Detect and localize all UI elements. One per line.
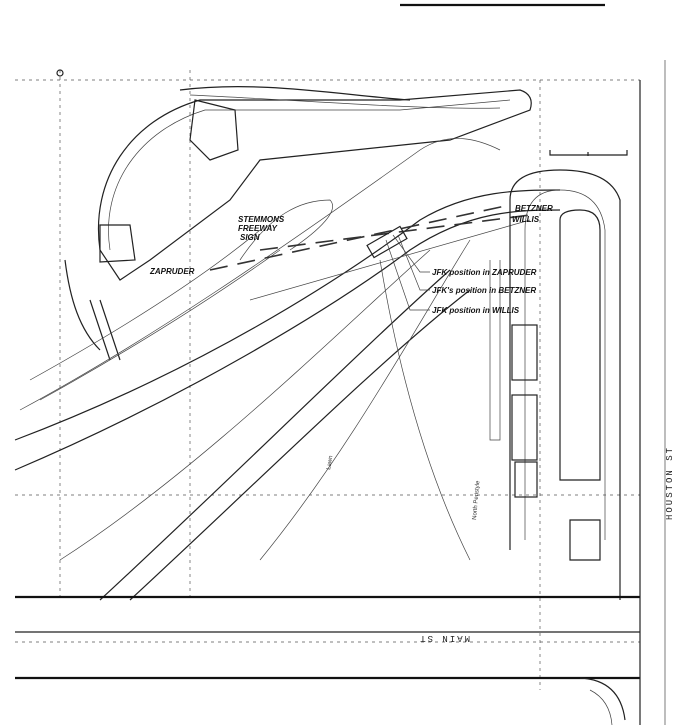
stemmons-sign-label-2: FREEWAY (238, 224, 278, 233)
lawn-label: Lawn (326, 455, 334, 470)
grid-lines (15, 70, 640, 690)
stemmons-sign-board (366, 225, 408, 259)
betzner-label: BETZNER (515, 204, 553, 213)
houston-st-label: HOUSTON ST (665, 446, 675, 520)
parking-area (489, 169, 621, 600)
south-peristyle-inner (589, 689, 613, 725)
jfk-pointer-lines (385, 234, 430, 311)
willis-label: WILLIS (512, 215, 540, 224)
north-peristyle-label: North Peristyle (472, 480, 481, 520)
jfk-zapruder-label: JFK position in ZAPRUDER (432, 268, 537, 277)
survey-point (56, 69, 64, 77)
jfk-betzner-label: JFK's position in BETZNER (432, 286, 536, 295)
south-peristyle-curve (579, 677, 626, 721)
grass-contours (29, 199, 471, 561)
jfk-willis-label: JFK position in WILLIS (432, 306, 520, 315)
stemmons-sign-label-1: STEMMONS (238, 215, 285, 224)
stemmons-sign-label-3: SIGN (240, 233, 260, 242)
sight-lines (209, 204, 531, 301)
main-street (15, 60, 666, 725)
scale-bar (549, 150, 628, 156)
zapruder-label: ZAPRUDER (149, 267, 195, 276)
elm-street-curve (14, 138, 561, 601)
main-st-label: MAIN ST (418, 633, 470, 643)
